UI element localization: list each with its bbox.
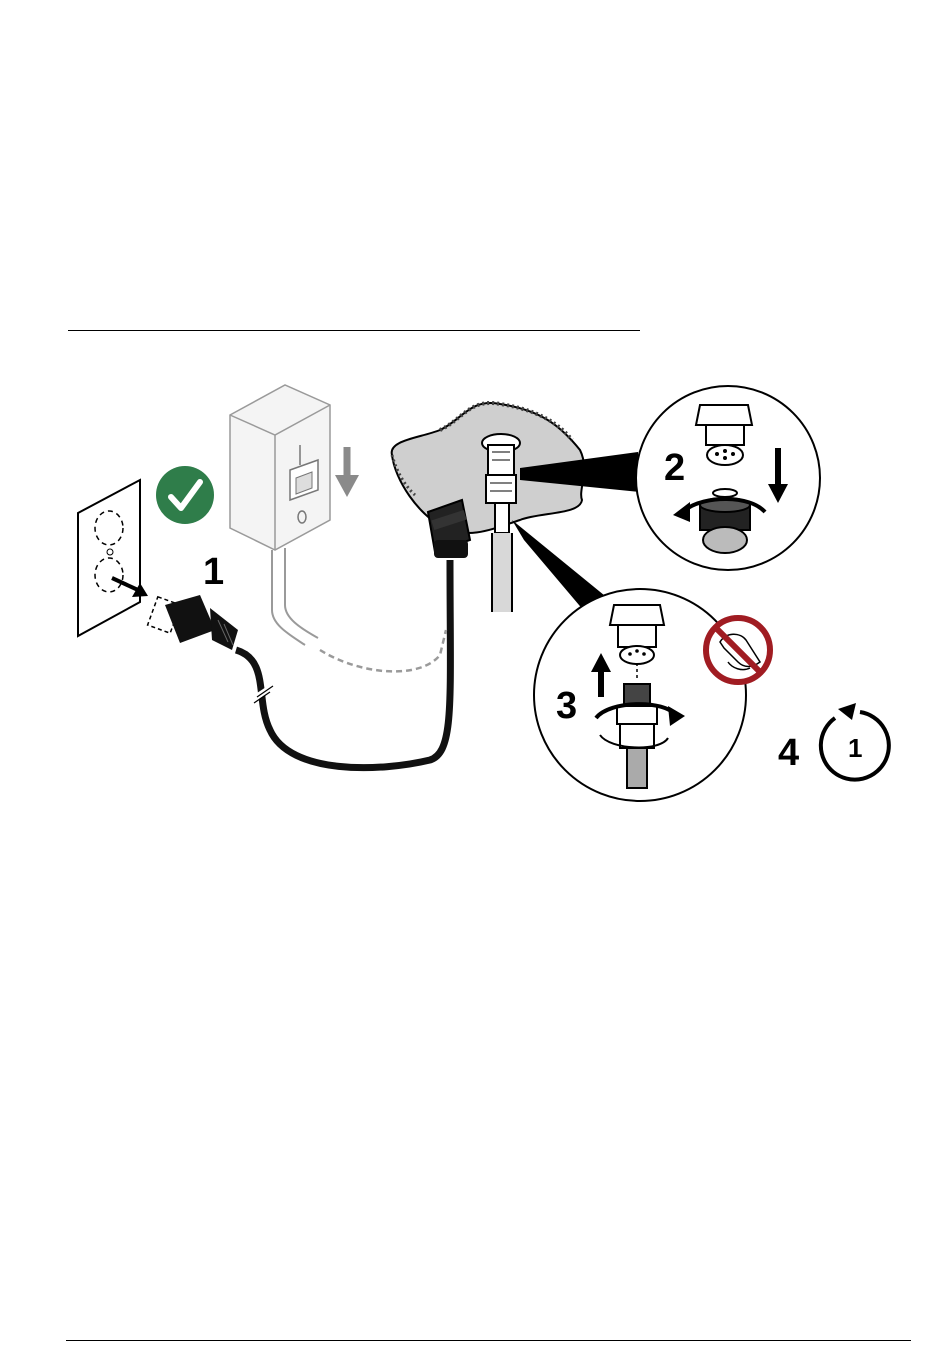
switch-dashed-wiring bbox=[320, 630, 446, 671]
step-4-label: 4 bbox=[778, 732, 799, 774]
power-plug bbox=[148, 595, 238, 650]
rotate-once-icon: 1 bbox=[821, 703, 889, 780]
step-1-label: 1 bbox=[203, 551, 224, 593]
rotate-once-number: 1 bbox=[848, 733, 862, 763]
wall-outlet bbox=[78, 480, 140, 636]
switch-off-arrow-icon bbox=[335, 447, 359, 497]
controller-panel bbox=[392, 403, 584, 612]
power-cable bbox=[236, 560, 450, 768]
detail-circle-step-2: 2 bbox=[636, 386, 820, 570]
detail-circle-step-3: 3 bbox=[534, 589, 746, 801]
footer-rule bbox=[66, 1340, 911, 1341]
no-tool-icon bbox=[706, 618, 770, 682]
step-2-label: 2 bbox=[664, 447, 685, 489]
switch-wiring bbox=[272, 550, 305, 645]
step-3-label: 3 bbox=[556, 685, 577, 727]
check-circle-icon bbox=[156, 466, 214, 524]
disconnect-switch-box bbox=[230, 385, 330, 550]
